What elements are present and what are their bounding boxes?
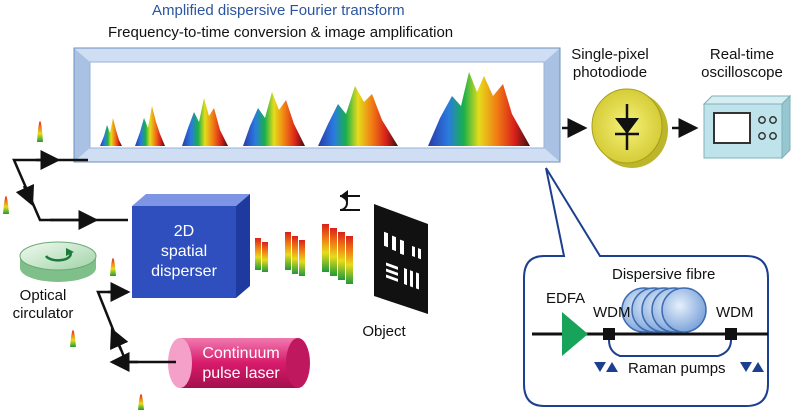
diode-icon xyxy=(615,104,639,150)
test-chart-icon xyxy=(374,204,428,314)
raman-pump-left-icon xyxy=(594,362,606,372)
raman-pump-right-icon xyxy=(740,362,752,372)
oscilloscope xyxy=(702,94,792,160)
input-pulses xyxy=(3,121,144,410)
beam-paths xyxy=(12,150,176,372)
diagram-title: Amplified dispersive Fourier transform xyxy=(152,2,405,19)
raman-pumps-label: Raman pumps xyxy=(628,360,726,377)
spatial-disperser xyxy=(132,194,250,298)
dispersive-fibre-label: Dispersive fibre xyxy=(612,266,716,283)
diagram-subtitle: Frequency-to-time conversion & image amp… xyxy=(108,24,454,41)
photodiode-label: Single-pixel photodiode xyxy=(571,46,649,81)
inset-setup xyxy=(532,287,768,372)
circulator-label: Optical circulator xyxy=(12,287,74,322)
edfa-amplifier xyxy=(562,312,588,356)
spatial-disperser-label: 2D spatial disperser xyxy=(151,223,217,280)
circulator-arrow-icon xyxy=(44,251,72,262)
continuum-laser xyxy=(168,338,310,388)
wdm-left-label: WDM xyxy=(593,304,631,321)
stretched-spectra xyxy=(100,72,530,146)
optical-circulator xyxy=(19,241,97,282)
photodiode xyxy=(591,88,668,168)
object-label: Object xyxy=(362,323,406,340)
dispersive-fibre-coil xyxy=(621,287,707,333)
oscilloscope-label: Real-time oscilloscope xyxy=(701,46,783,81)
inset-callout xyxy=(523,167,769,407)
wdm-right-label: WDM xyxy=(716,304,754,321)
edfa-label: EDFA xyxy=(546,290,586,307)
laser-label: Continuum pulse laser xyxy=(202,345,280,382)
dispersed-beams xyxy=(255,224,353,284)
